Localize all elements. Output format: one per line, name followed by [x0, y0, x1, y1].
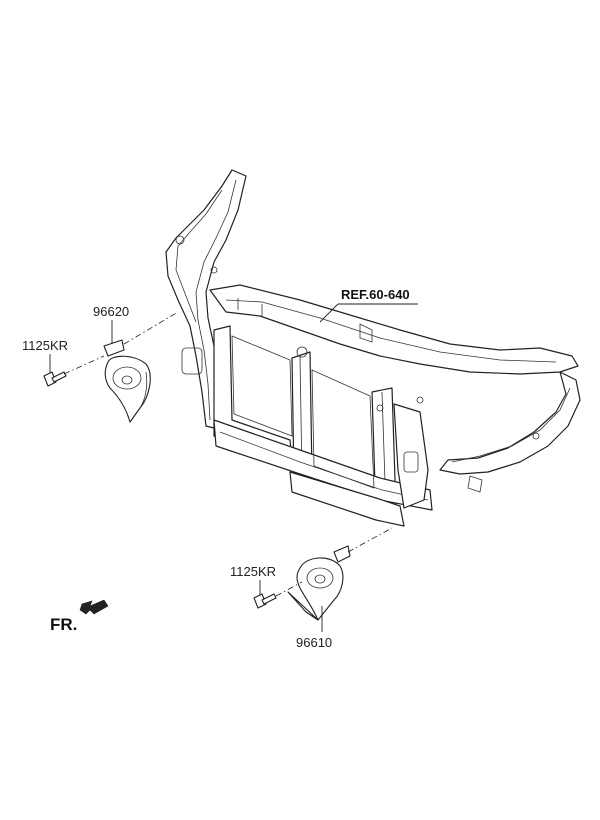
bolt-lower-part-number: 1125KR [230, 564, 276, 579]
reference-callout: REF.60-640 [319, 287, 418, 323]
bolt-lower-assembly: 1125KR [230, 564, 303, 609]
bolt-upper-part-number: 1125KR [22, 338, 68, 353]
arrow-down-left-icon [79, 599, 109, 615]
horn-lower-part-number: 96610 [296, 635, 332, 650]
front-direction-indicator: FR. [50, 599, 109, 634]
front-label: FR. [50, 615, 77, 634]
horn-upper-part-number: 96620 [93, 304, 129, 319]
front-end-carrier-frame [165, 169, 581, 527]
ref-label: REF.60-640 [341, 287, 410, 302]
bolt-upper-assembly: 1125KR [22, 338, 105, 387]
horn-lower-assembly: 96610 [287, 527, 393, 650]
horn-upper-assembly: 96620 [93, 304, 179, 423]
